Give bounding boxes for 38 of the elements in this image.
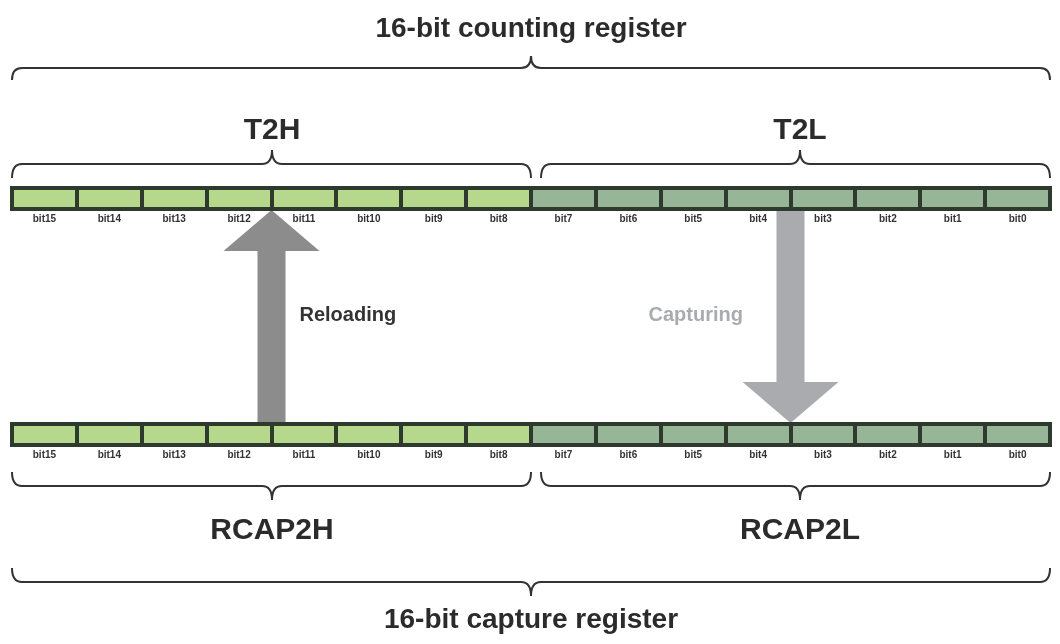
bit-label: bit0	[1008, 213, 1027, 224]
register-name: RCAP2L	[740, 512, 860, 546]
bit-label: bit5	[684, 449, 703, 460]
bit-label: bit2	[878, 213, 897, 224]
bit-label: bit10	[357, 213, 381, 224]
bit-label: bit7	[554, 213, 573, 224]
bit-label: bit8	[489, 449, 508, 460]
register-name: T2L	[773, 112, 827, 146]
bit-label: bit0	[1008, 449, 1027, 460]
bit-label: bit13	[162, 449, 186, 460]
bit-label: bit4	[749, 213, 767, 224]
bit-label: bit1	[943, 213, 962, 224]
bit-label: bit12	[227, 213, 251, 224]
bit-label: bit15	[32, 449, 57, 460]
bit-label: bit10	[357, 449, 381, 460]
bit-label: bit15	[32, 213, 57, 224]
bit-label: bit5	[684, 213, 703, 224]
bit-label: bit8	[489, 213, 508, 224]
bit-label: bit9	[424, 213, 443, 224]
bit-label: bit4	[749, 449, 767, 460]
bit-label: bit7	[554, 449, 573, 460]
bit-label: bit13	[162, 213, 186, 224]
bit-label: bit3	[814, 213, 832, 224]
bit-label: bit12	[227, 449, 251, 460]
bit-label: bit9	[424, 449, 443, 460]
bit-label: bit11	[292, 213, 316, 224]
bit-label: bit3	[814, 449, 832, 460]
bit-label: bit11	[292, 449, 316, 460]
register-title: 16-bit counting register	[375, 12, 687, 44]
bit-label: bit6	[619, 213, 638, 224]
register-name: T2H	[243, 112, 301, 146]
register-name: RCAP2H	[210, 512, 334, 546]
register-title: 16-bit capture register	[383, 603, 679, 635]
bit-label: bit6	[619, 449, 638, 460]
bit-label: bit1	[943, 449, 962, 460]
bit-label: bit14	[97, 449, 121, 460]
bit-label: bit2	[878, 449, 897, 460]
bit-label: bit14	[97, 213, 121, 224]
